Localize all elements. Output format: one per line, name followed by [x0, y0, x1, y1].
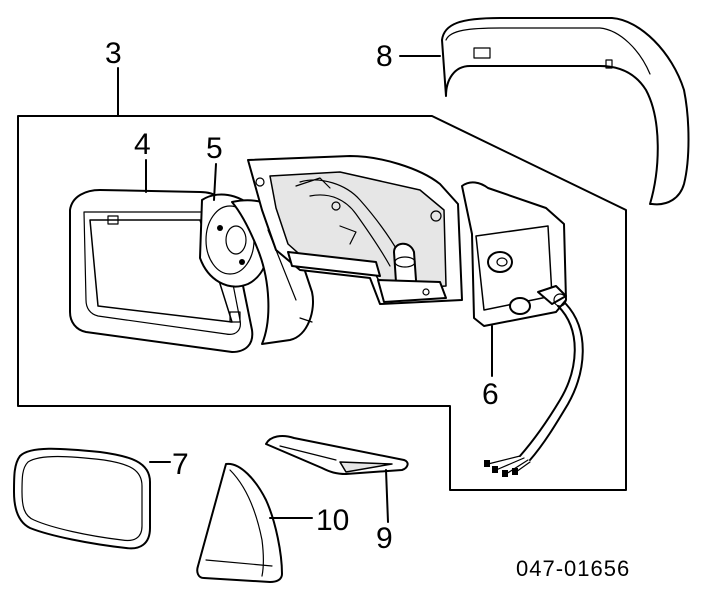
part-8-mirror-cover [441, 17, 690, 206]
callout-8: 8 [376, 40, 393, 73]
callout-3: 3 [105, 37, 122, 70]
leader-9 [385, 469, 389, 523]
internal-bracket-mechanism [247, 155, 463, 305]
assembly-outline-box [17, 115, 627, 491]
part-6-mounting-base [461, 181, 567, 327]
leader-lines [117, 55, 493, 523]
callout-6: 6 [482, 378, 499, 411]
leader-5 [213, 163, 217, 201]
callout-9: 9 [376, 522, 393, 555]
part-10-corner-cover [196, 462, 283, 583]
callout-7: 7 [172, 448, 189, 481]
callout-4: 4 [134, 128, 151, 161]
callout-5: 5 [206, 132, 223, 165]
part-7-mirror-glass [13, 447, 151, 550]
diagram-reference-code: 047-01656 [516, 556, 630, 581]
wiring-harness [484, 303, 584, 477]
callout-10: 10 [316, 504, 349, 537]
part-9-trim-strip [265, 435, 409, 475]
